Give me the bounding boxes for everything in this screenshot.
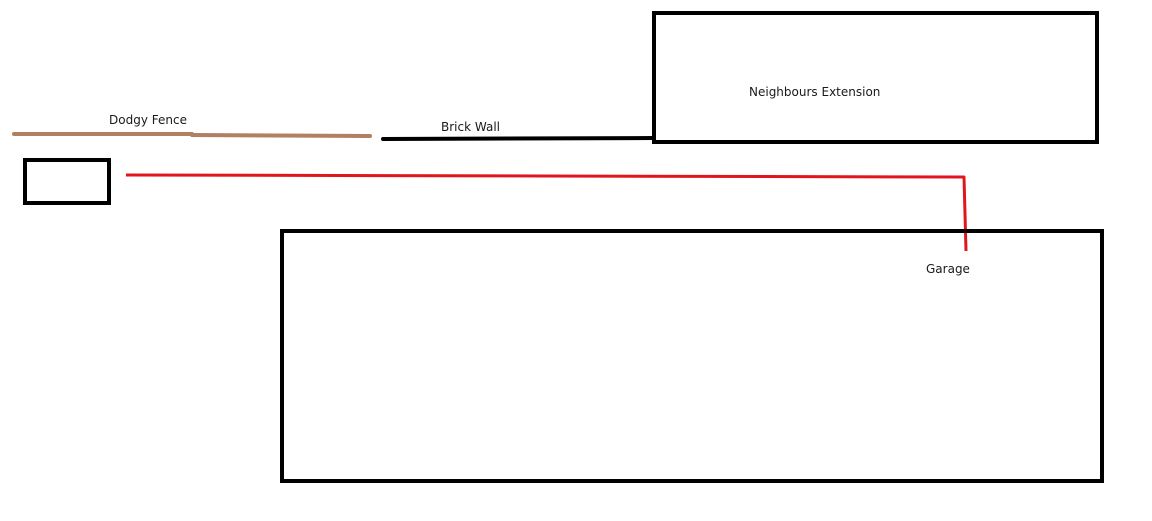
neighbours-extension-box [652, 11, 1099, 144]
neighbours-extension-label: Neighbours Extension [749, 85, 881, 99]
garage-box [280, 229, 1104, 483]
garage-label: Garage [926, 262, 970, 276]
brick-wall-line [381, 136, 656, 141]
dodgy-fence-label: Dodgy Fence [109, 113, 187, 127]
brick-wall-label: Brick Wall [441, 120, 500, 134]
route-line [125, 173, 968, 252]
small-box [23, 158, 111, 205]
dodgy-fence-line-segment [190, 133, 372, 138]
